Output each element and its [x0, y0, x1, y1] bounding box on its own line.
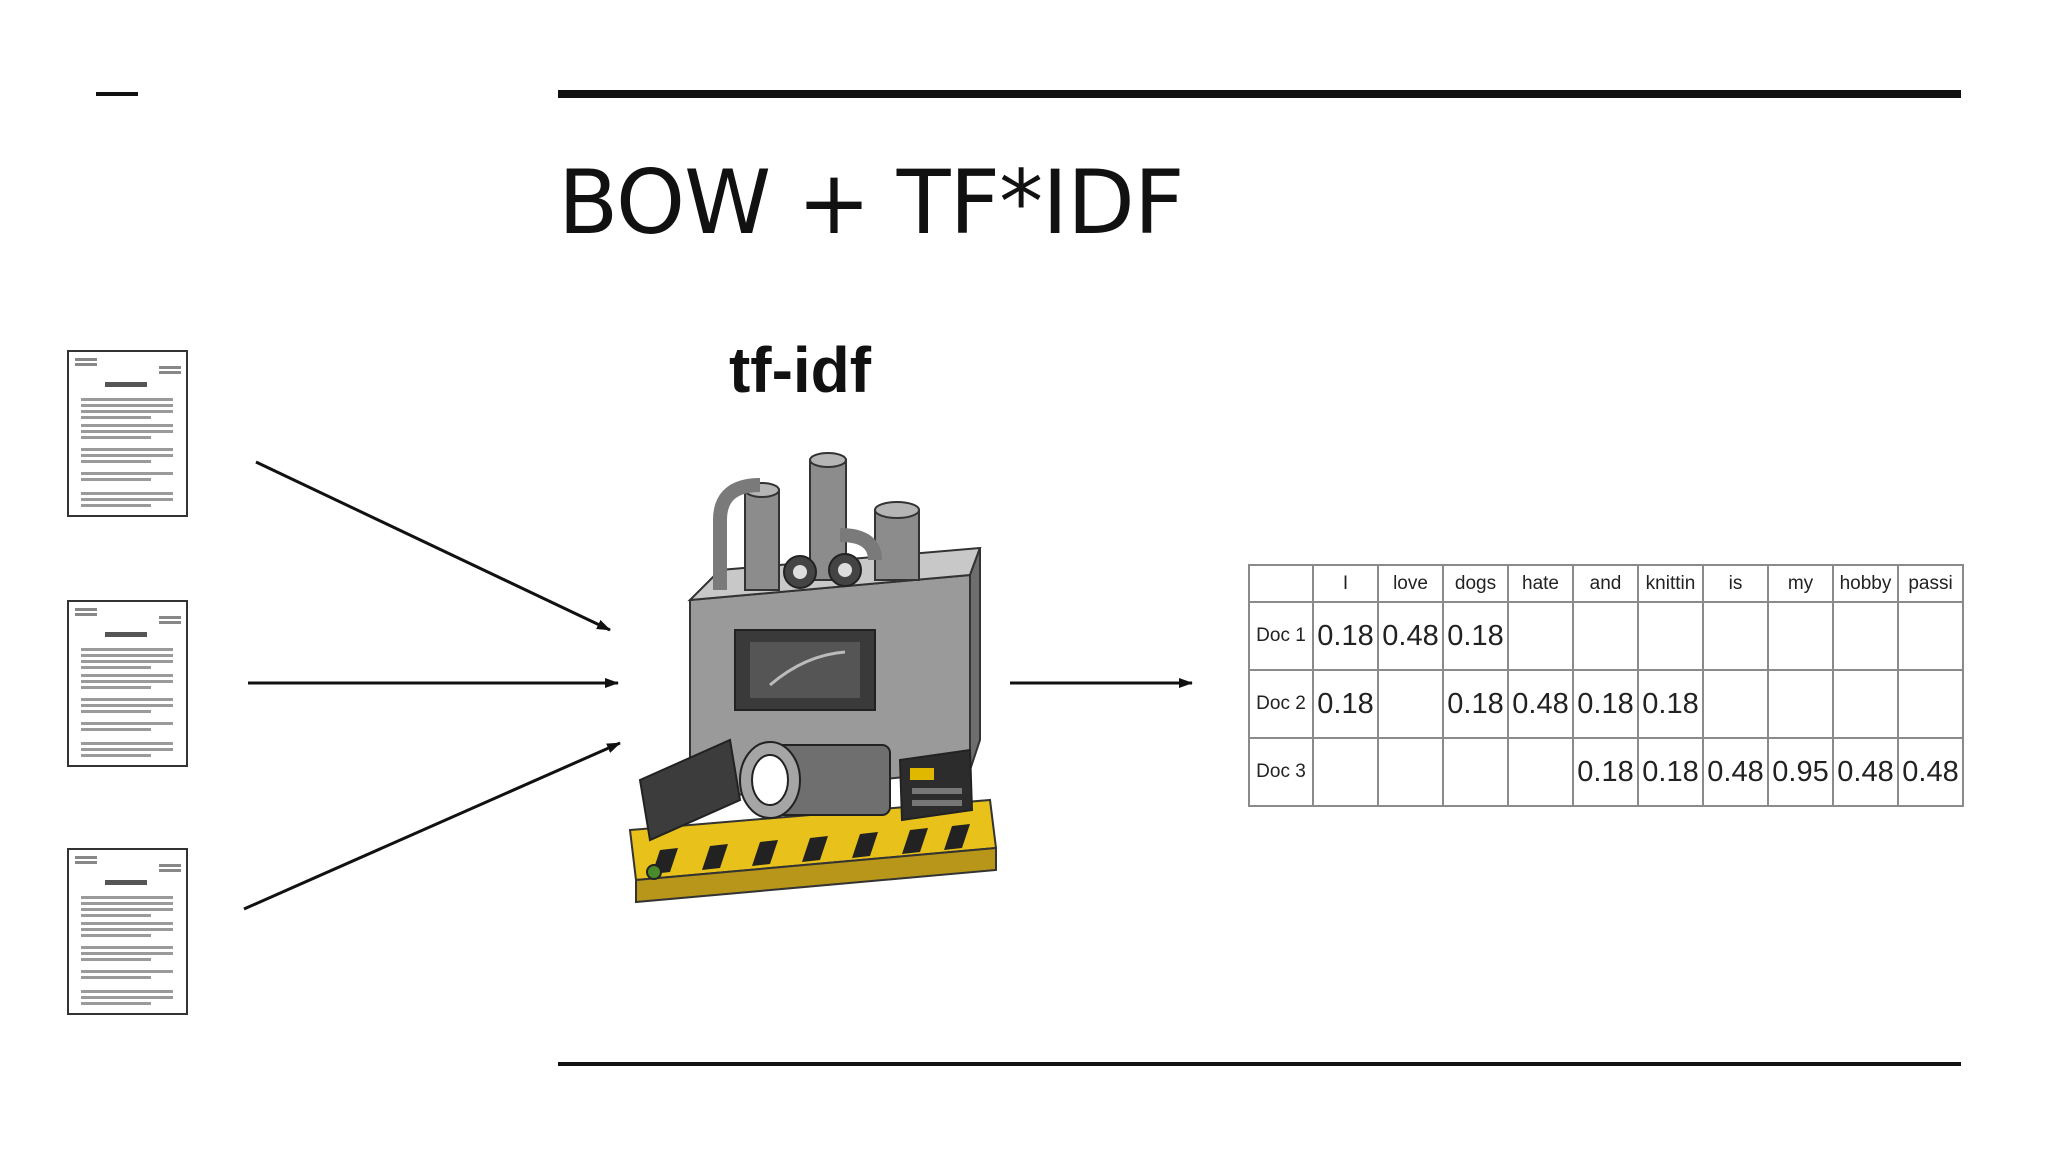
column-header: I — [1312, 564, 1379, 603]
score-cell — [1767, 669, 1834, 739]
score-cell — [1637, 601, 1704, 671]
score-cell — [1442, 737, 1509, 807]
score-cell: 0.48 — [1702, 737, 1769, 807]
top-divider — [558, 90, 1961, 98]
arrow-doc1-to-machine — [255, 460, 611, 632]
score-cell: 0.18 — [1637, 669, 1704, 739]
score-cell — [1572, 601, 1639, 671]
column-header: is — [1702, 564, 1769, 603]
table-row: Doc 1 0.18 0.48 0.18 — [1248, 601, 1964, 671]
table-row: Doc 2 0.18 0.18 0.48 0.18 0.18 — [1248, 669, 1964, 739]
column-header: hobby — [1832, 564, 1899, 603]
industrial-machine-icon — [628, 452, 998, 904]
document-icon — [67, 848, 188, 1015]
score-cell: 0.48 — [1507, 669, 1574, 739]
row-label: Doc 1 — [1248, 601, 1314, 671]
score-cell — [1312, 737, 1379, 807]
score-cell: 0.48 — [1377, 601, 1444, 671]
bottom-divider — [558, 1062, 1961, 1066]
matrix-corner-cell — [1248, 564, 1314, 603]
matrix-header-row: I love dogs hate and knittin is my hobby… — [1248, 564, 1964, 603]
score-cell: 0.18 — [1572, 737, 1639, 807]
column-header: knittin — [1637, 564, 1704, 603]
score-cell: 0.48 — [1897, 737, 1964, 807]
row-label: Doc 3 — [1248, 737, 1314, 807]
score-cell — [1832, 669, 1899, 739]
score-cell: 0.18 — [1312, 601, 1379, 671]
corner-dash — [96, 92, 138, 96]
score-cell — [1897, 601, 1964, 671]
column-header: passi — [1897, 564, 1964, 603]
column-header: dogs — [1442, 564, 1509, 603]
score-cell — [1377, 737, 1444, 807]
score-cell — [1897, 669, 1964, 739]
score-cell: 0.48 — [1832, 737, 1899, 807]
column-header: hate — [1507, 564, 1574, 603]
score-cell — [1702, 669, 1769, 739]
score-cell: 0.95 — [1767, 737, 1834, 807]
score-cell: 0.18 — [1637, 737, 1704, 807]
score-cell — [1377, 669, 1444, 739]
column-header: love — [1377, 564, 1444, 603]
row-label: Doc 2 — [1248, 669, 1314, 739]
column-header: and — [1572, 564, 1639, 603]
tfidf-matrix: I love dogs hate and knittin is my hobby… — [1248, 564, 1964, 807]
document-icon — [67, 350, 188, 517]
score-cell: 0.18 — [1572, 669, 1639, 739]
score-cell: 0.18 — [1442, 601, 1509, 671]
slide-title: BOW + TF*IDF — [558, 151, 1184, 254]
table-row: Doc 3 0.18 0.18 0.48 0.95 0.48 0.48 — [1248, 737, 1964, 807]
score-cell: 0.18 — [1312, 669, 1379, 739]
score-cell: 0.18 — [1442, 669, 1509, 739]
score-cell — [1832, 601, 1899, 671]
machine-label: tf-idf — [728, 334, 872, 406]
score-cell — [1507, 601, 1574, 671]
arrow-doc3-to-machine — [243, 741, 621, 911]
score-cell — [1702, 601, 1769, 671]
score-cell — [1507, 737, 1574, 807]
score-cell — [1767, 601, 1834, 671]
document-icon — [67, 600, 188, 767]
column-header: my — [1767, 564, 1834, 603]
